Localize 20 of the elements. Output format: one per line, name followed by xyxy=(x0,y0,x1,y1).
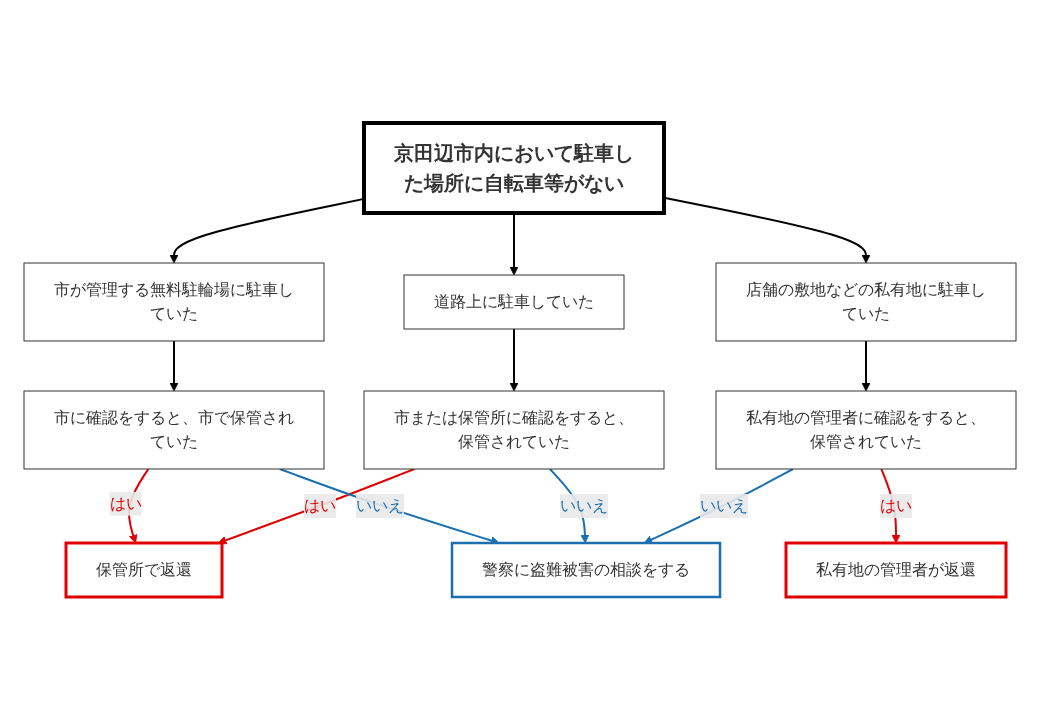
edge-label: いいえ xyxy=(356,497,404,514)
arrow xyxy=(643,468,795,544)
arrow xyxy=(861,340,871,392)
edge-label: はい xyxy=(880,497,912,514)
edge-label: いいえ xyxy=(700,497,748,514)
arrow xyxy=(169,340,179,392)
node-box: 京田辺市内において駐車した場所に自転車等がない xyxy=(362,121,666,215)
node-box: 保管所で返還 xyxy=(64,541,224,599)
node-box: 私有地の管理者が返還 xyxy=(784,541,1008,599)
edge-label: はい xyxy=(109,494,142,512)
node-box: 市または保管所に確認をすると、保管されていた xyxy=(363,390,665,470)
node-box: 警察に盗難被害の相談をする xyxy=(450,541,722,599)
node-box: 私有地の管理者に確認をすると、保管されていた xyxy=(715,390,1017,470)
node-box: 店舗の敷地などの私有地に駐車していた xyxy=(715,262,1017,342)
node-box: 市が管理する無料駐輪場に駐車していた xyxy=(23,262,325,342)
node-box: 市に確認をすると、市で保管されていた xyxy=(23,390,325,470)
node-box: 道路上に駐車していた xyxy=(403,274,625,330)
edge-label: はい xyxy=(304,497,336,514)
arrow xyxy=(509,328,519,392)
edge-label: いいえ xyxy=(560,497,608,514)
